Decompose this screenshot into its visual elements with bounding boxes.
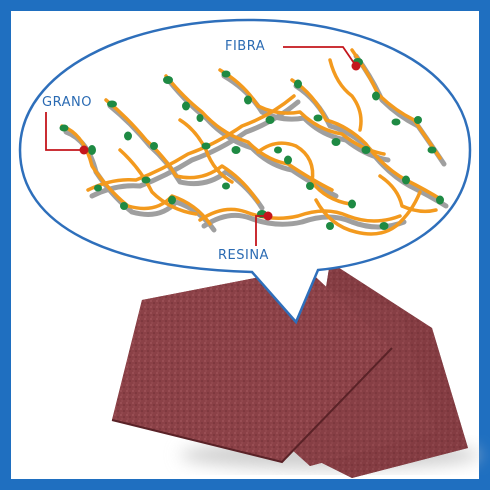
grain: [313, 114, 323, 122]
callout-grano: [45, 112, 89, 155]
fiber-strand: [328, 58, 363, 132]
grain: [88, 145, 96, 155]
zoom-bubble: [18, 18, 472, 325]
bubble-outline: [18, 18, 472, 325]
callout-fibra: [283, 46, 361, 71]
fiber-shadow: [201, 212, 407, 230]
fiber-shadow: [89, 99, 301, 199]
callout-resina: [255, 211, 273, 246]
grain-label: GRANO: [42, 95, 92, 110]
grain: [222, 182, 230, 190]
abrasive-pads: [111, 262, 480, 478]
grain: [196, 114, 204, 122]
grain-particles: [59, 58, 444, 230]
fiber-strand: [118, 148, 198, 216]
pad-front-edge: [111, 347, 393, 464]
grain: [348, 199, 356, 209]
grain: [265, 116, 275, 124]
grain: [414, 116, 422, 124]
grain: [124, 131, 132, 141]
resin-label: RESINA: [218, 248, 269, 263]
grain: [120, 202, 128, 210]
fiber-strand: [350, 48, 442, 160]
fiber-strand: [104, 98, 260, 204]
grain: [141, 176, 151, 184]
fiber-strand: [164, 74, 334, 192]
grain: [168, 195, 176, 205]
fiber-strand: [256, 141, 352, 206]
fiber-strand: [178, 118, 234, 184]
fiber-strand: [86, 94, 296, 192]
grain: [150, 142, 158, 150]
grain: [326, 222, 334, 230]
grain: [306, 182, 314, 190]
grain: [331, 138, 341, 146]
grain: [361, 146, 371, 154]
fiber-label: FIBRA: [225, 39, 266, 54]
grain: [163, 76, 173, 84]
grain: [436, 195, 444, 205]
fiber-strand: [378, 174, 438, 214]
grain: [107, 100, 117, 108]
grain: [221, 70, 231, 78]
grain: [94, 184, 102, 192]
grain: [59, 124, 69, 132]
fiber-strand: [218, 68, 386, 156]
fiber-strand: [290, 78, 444, 202]
callout-line-grano: [45, 112, 84, 151]
grain: [391, 118, 401, 126]
callout-dot-grano: [79, 145, 89, 155]
grain: [379, 222, 389, 230]
callout-dot-fibra: [351, 61, 361, 71]
grain: [244, 95, 252, 105]
fiber-strand: [198, 207, 402, 223]
grain: [402, 175, 410, 185]
grain: [274, 146, 282, 154]
grain: [201, 142, 211, 150]
callout-dot-resina: [263, 211, 273, 221]
grain: [231, 146, 241, 154]
grain: [372, 91, 380, 101]
grain: [182, 101, 190, 111]
callout-line-fibra: [283, 46, 357, 67]
grain: [427, 146, 437, 154]
pad-front-texture: [112, 268, 392, 462]
grain: [284, 155, 292, 165]
grain: [294, 79, 302, 89]
